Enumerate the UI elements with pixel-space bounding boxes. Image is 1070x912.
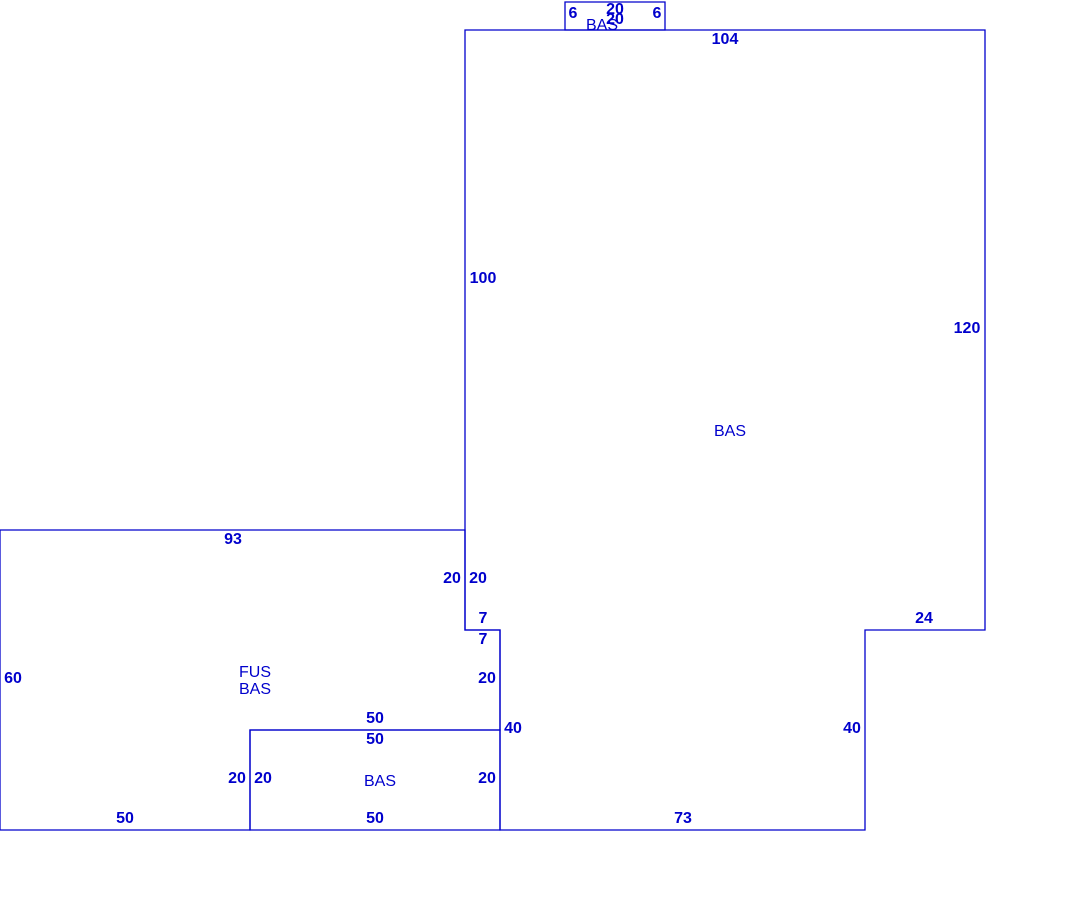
dimension-label: 73 (674, 810, 692, 827)
dimension-label: 20 (606, 11, 624, 28)
dimension-label: 6 (569, 5, 578, 22)
dimension-label: 20 (228, 770, 246, 787)
dimension-label: 40 (843, 720, 861, 737)
dimension-label: 120 (954, 320, 981, 337)
dimension-label: 7 (479, 610, 488, 627)
dimension-label: 93 (224, 531, 242, 548)
dimension-label: 7 (479, 631, 488, 648)
dimension-label: 60 (4, 670, 22, 687)
dimension-label: 20 (478, 770, 496, 787)
dimension-label: 20 (254, 770, 272, 787)
left-bas-label: BAS (239, 681, 271, 698)
left-fus-label: FUS (239, 664, 271, 681)
dimension-label: 50 (366, 810, 384, 827)
bottom-bas-label: BAS (364, 773, 396, 790)
main-bas-label: BAS (714, 423, 746, 440)
top-bas-label: BAS (586, 17, 618, 34)
dimension-label: 6 (653, 5, 662, 22)
dimension-label: 20 (478, 670, 496, 687)
bottom-bas-outline (249, 729, 501, 831)
top-bas-outline (564, 1, 666, 31)
dimension-label: 104 (712, 31, 739, 48)
dimension-label: 20 (443, 570, 461, 587)
dimension-label: 20 (606, 1, 624, 18)
dimension-label: 50 (366, 731, 384, 748)
dimension-label: 40 (504, 720, 522, 737)
dimension-label: 50 (366, 710, 384, 727)
dimension-label: 24 (915, 610, 933, 627)
dimension-label: 20 (469, 570, 487, 587)
dimension-label: 50 (116, 810, 134, 827)
dimension-label: 100 (470, 270, 497, 287)
